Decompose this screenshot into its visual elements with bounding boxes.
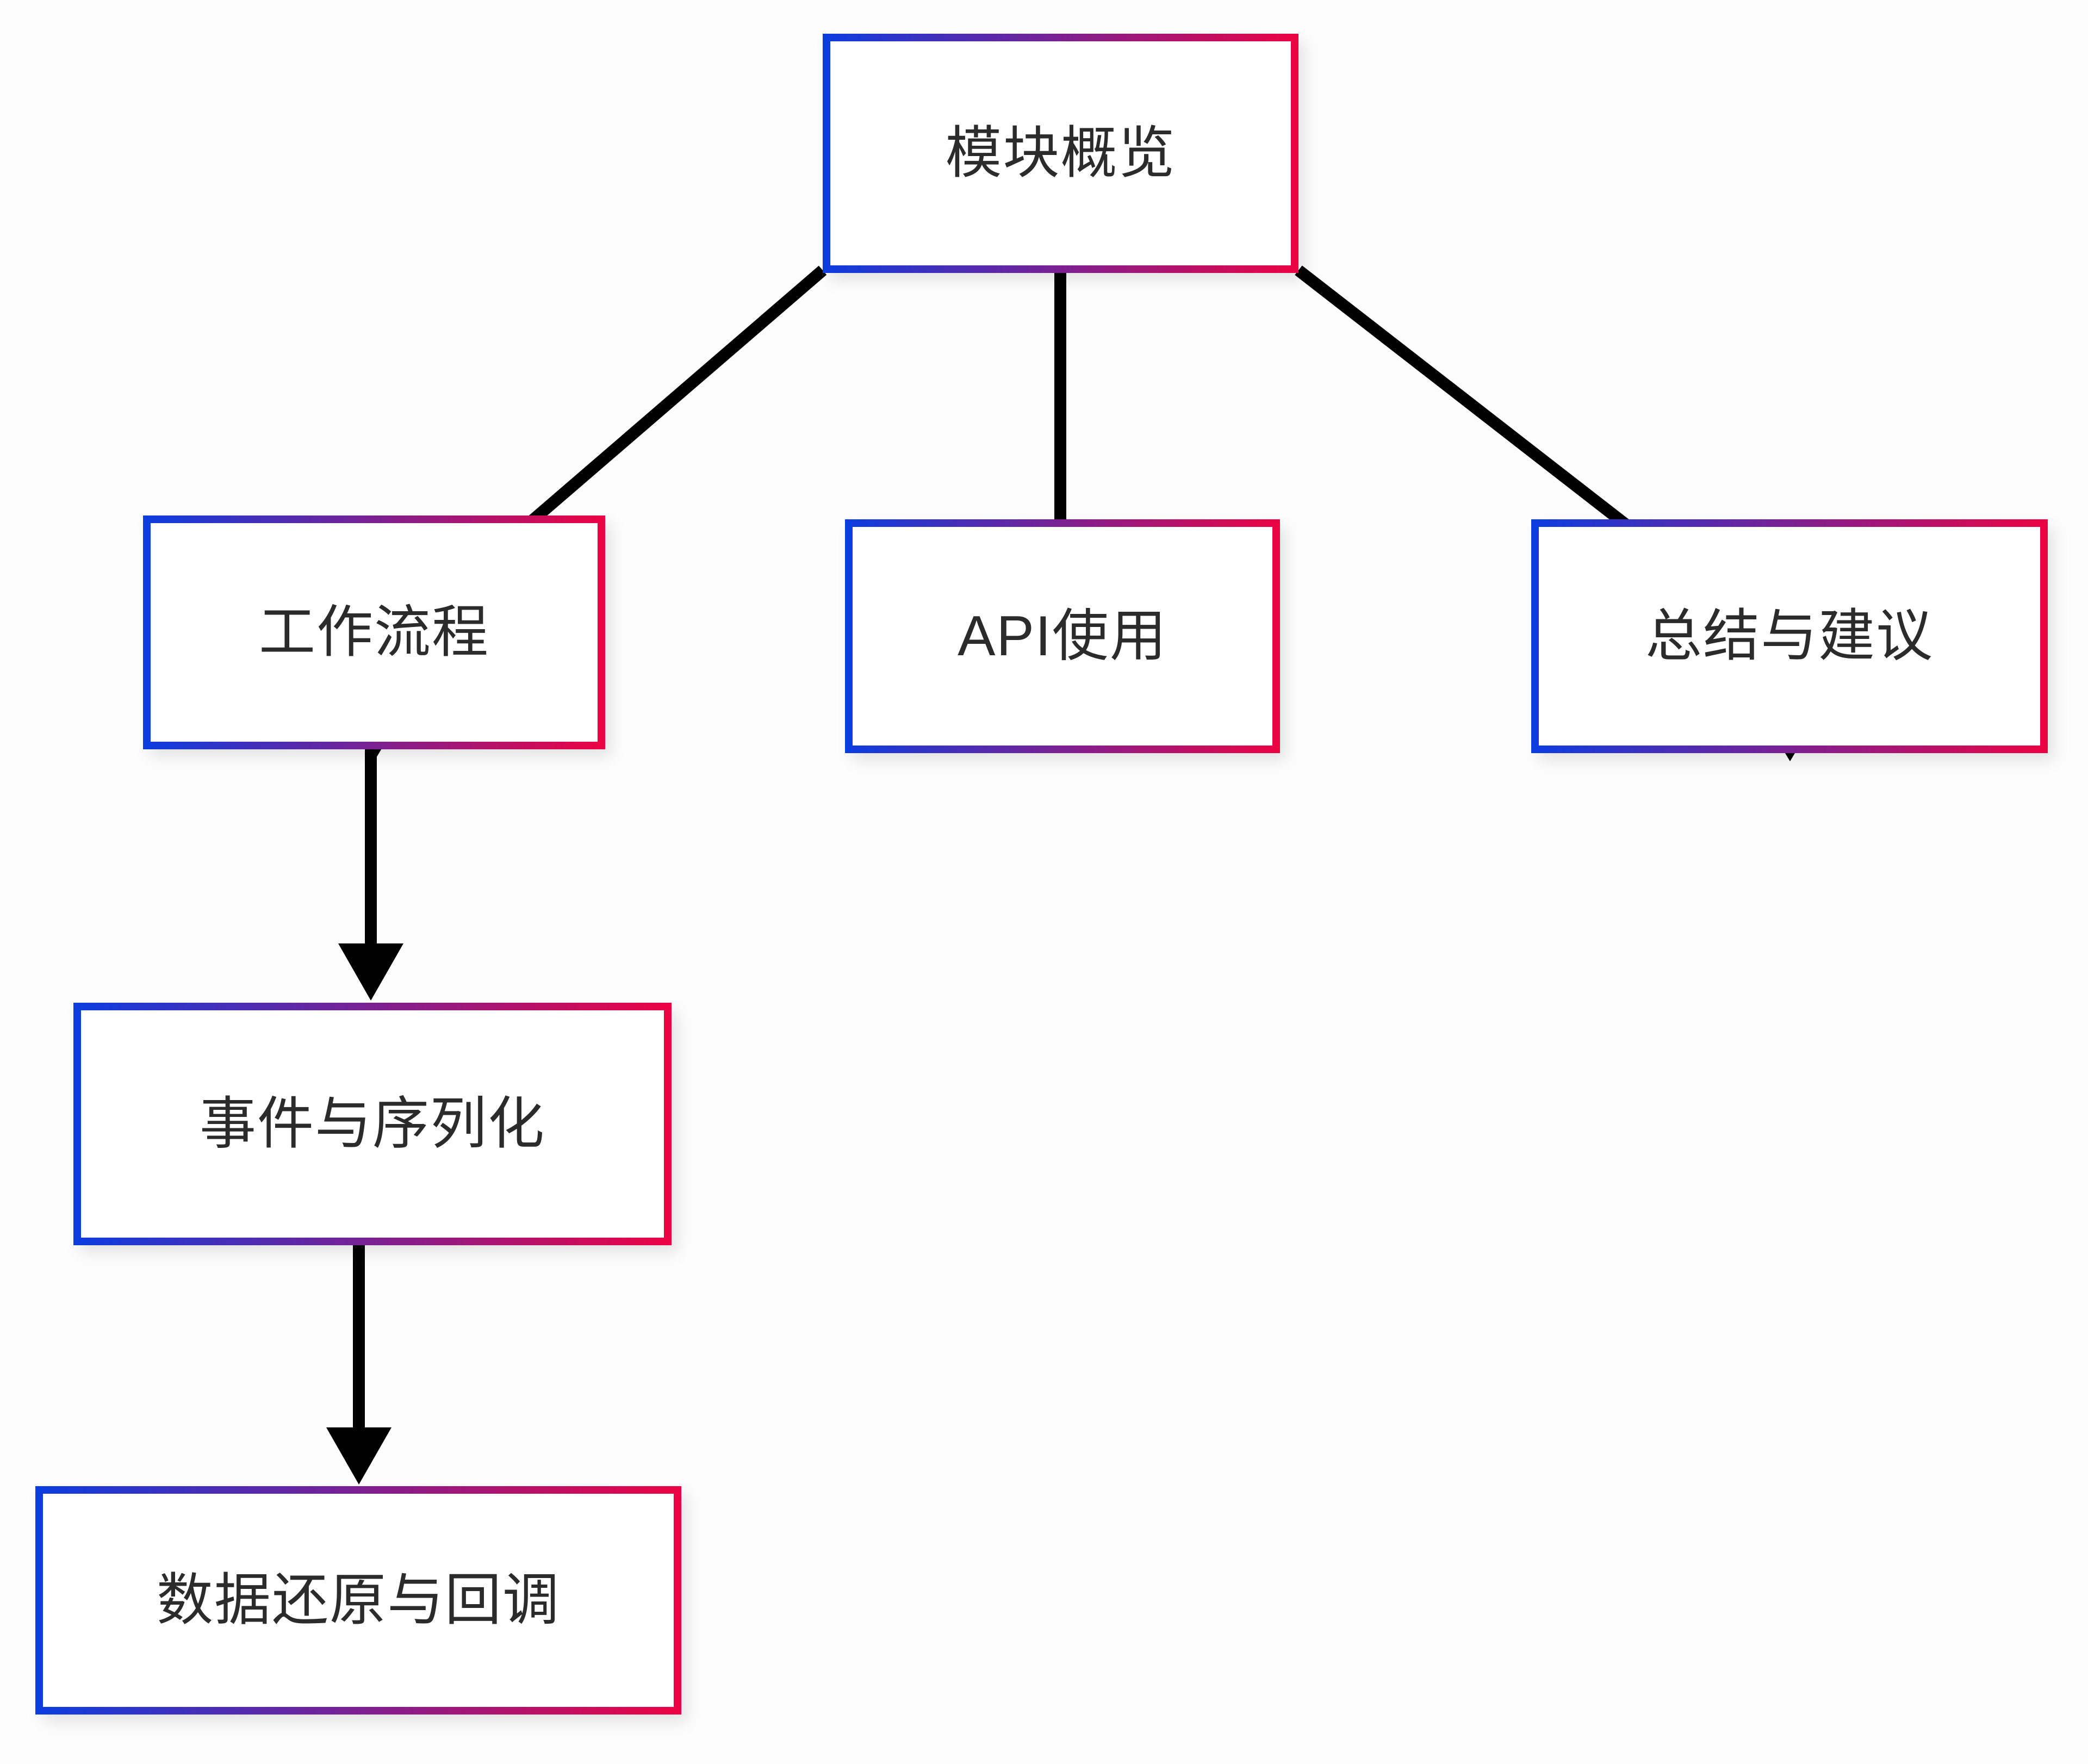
node-restore[interactable]: 数据还原与回调 (35, 1486, 681, 1715)
node-overview-label: 模块概览 (945, 121, 1176, 185)
node-overview[interactable]: 模块概览 (823, 34, 1298, 273)
node-api-label: API使用 (958, 604, 1167, 668)
node-api[interactable]: API使用 (845, 519, 1280, 753)
edge-events-restore (326, 1245, 391, 1485)
edge-workflow-events (338, 749, 403, 1001)
node-workflow[interactable]: 工作流程 (143, 515, 605, 749)
node-summary-label: 总结与建议 (1645, 604, 1934, 668)
node-restore-label: 数据还原与回调 (156, 1568, 560, 1632)
node-events[interactable]: 事件与序列化 (73, 1003, 672, 1245)
node-events-label: 事件与序列化 (199, 1092, 545, 1156)
node-workflow-label: 工作流程 (258, 600, 489, 664)
node-summary[interactable]: 总结与建议 (1531, 519, 2048, 753)
